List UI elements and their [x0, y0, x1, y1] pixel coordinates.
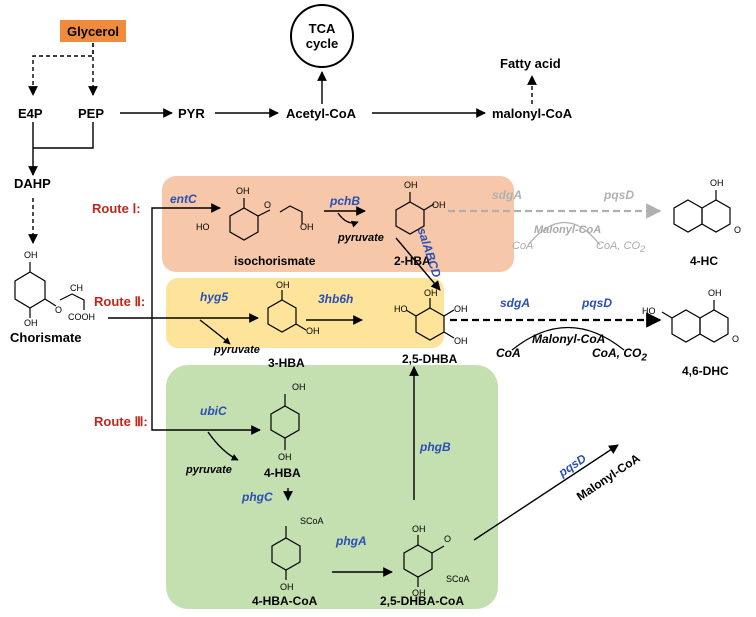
- isochorismate-o: O: [264, 200, 272, 210]
- dahp-label: DAHP: [14, 176, 51, 191]
- 46dhc-ho: HO: [642, 306, 656, 316]
- arc-mid: [511, 326, 625, 351]
- enzyme-3hb6h: 3hb6h: [318, 292, 354, 306]
- route2-label: Route Ⅱ:: [94, 294, 146, 309]
- route2-box: [166, 278, 444, 348]
- e4p-label: E4P: [18, 106, 43, 121]
- 4hc-o: O: [734, 225, 742, 235]
- glycerol-node: Glycerol: [60, 20, 126, 42]
- cycle-label: cycle: [305, 36, 339, 51]
- enzyme-phgb: phgB: [420, 440, 451, 454]
- isochorismate-ho: HO: [196, 222, 210, 232]
- 2hba-oh: OH: [432, 200, 446, 210]
- 25dhbacoa-oh-bottom: OH: [412, 588, 426, 598]
- malonyl-coa-top: Malonyl-CoA: [534, 224, 602, 236]
- pyruvate-route2: pyruvate: [214, 344, 260, 356]
- isochorismate-oh-right: OH: [300, 222, 314, 232]
- pep-label: PEP: [78, 106, 105, 121]
- central-metabolism-arrows: [28, 43, 537, 244]
- 2hba-oh-top: OH: [404, 180, 418, 190]
- tca-cycle-node: TCA cycle: [290, 4, 354, 68]
- chorismate-ch2: CH: [70, 283, 83, 293]
- pyruvate-route3: pyruvate: [186, 464, 232, 476]
- glycerol-label: Glycerol: [66, 23, 120, 39]
- route3-box: [166, 365, 498, 609]
- pyruvate-route1: pyruvate: [338, 232, 384, 244]
- route1-arrows: [199, 206, 619, 577]
- tca-label: TCA: [308, 21, 336, 36]
- 25dhbacoa-oh-top: OH: [412, 524, 426, 534]
- chorismate-cooh: COOH: [68, 312, 95, 322]
- 4hbacoa-label: 4-HBA-CoA: [252, 594, 318, 608]
- 4hc-label: 4-HC: [690, 254, 719, 268]
- route1-label: Route Ⅰ:: [92, 201, 141, 216]
- 25dhba-oh-top: OH: [424, 288, 438, 298]
- coa-top: CoA: [512, 240, 534, 252]
- 25dhba-label: 2,5-DHBA: [402, 352, 458, 366]
- 4hba-oh-bottom: OH: [278, 452, 292, 462]
- structures: [14, 190, 731, 587]
- coa-mid: CoA: [496, 346, 521, 360]
- chorismate-label: Chorismate: [10, 330, 82, 345]
- enzyme-entc: entC: [170, 192, 197, 206]
- chorismate-o: O: [55, 305, 63, 315]
- 4hbacoa-scoa: SCoA: [300, 516, 324, 526]
- arc-top: [527, 222, 601, 246]
- enzyme-ubic: ubiC: [200, 404, 227, 418]
- isochorismate-oh: OH: [236, 186, 250, 196]
- 3hba-oh-top: OH: [276, 280, 290, 290]
- 25dhba-oh: OH: [454, 304, 468, 314]
- 46dhc-label: 4,6-DHC: [682, 364, 729, 378]
- chorismate-oh-bottom: OH: [24, 318, 38, 328]
- 4hba-oh-top: OH: [292, 382, 306, 392]
- 25dhba-oh-bottom: OH: [454, 336, 468, 346]
- enzyme-pqsd-top: pqsD: [604, 188, 634, 202]
- 3hba-label: 3-HBA: [268, 356, 305, 370]
- malonyl-coa-mid: Malonyl-CoA: [532, 332, 606, 346]
- 4hba-label: 4-HBA: [264, 466, 301, 480]
- fatty-acid-label: Fatty acid: [500, 56, 561, 71]
- coa-co2-top: CoA, CO2: [596, 240, 646, 255]
- malonyl-coa-label: malonyl-CoA: [492, 106, 573, 121]
- enzyme-phga: phgA: [336, 534, 367, 548]
- pyr-label: PYR: [178, 106, 205, 121]
- route-branch-lines: [108, 203, 261, 435]
- enzyme-sdga-top: sdgA: [492, 188, 522, 202]
- route1-box: [162, 176, 514, 272]
- enzyme-phgc: phgC: [242, 490, 273, 504]
- 2hba-label: 2-HBA: [394, 254, 431, 268]
- 4hbacoa-oh: OH: [280, 582, 294, 592]
- 25dhbacoa-o: O: [444, 534, 452, 544]
- enzyme-pchb: pchB: [330, 194, 360, 208]
- route3-label: Route Ⅲ:: [94, 414, 148, 429]
- enzyme-pqsd-mid: pqsD: [582, 296, 612, 310]
- 4hc-oh: OH: [710, 178, 724, 188]
- isochorismate-label: isochorismate: [234, 254, 316, 268]
- 25dhbacoa-scoa: SCoA: [446, 574, 470, 584]
- chorismate-oh-top: OH: [24, 250, 38, 260]
- coa-co2-mid: CoA, CO2: [592, 346, 647, 364]
- 46dhc-oh: OH: [708, 288, 722, 298]
- 3hba-oh: OH: [306, 326, 320, 336]
- acetyl-coa-label: Acetyl-CoA: [286, 106, 357, 121]
- 46dhc-o: O: [732, 334, 740, 344]
- enzyme-sdga-mid: sdgA: [500, 296, 530, 310]
- enzyme-hyg5: hyg5: [200, 290, 229, 304]
- 25dhba-ho: HO: [394, 304, 408, 314]
- 25dhbacoa-label: 2,5-DHBA-CoA: [380, 594, 464, 608]
